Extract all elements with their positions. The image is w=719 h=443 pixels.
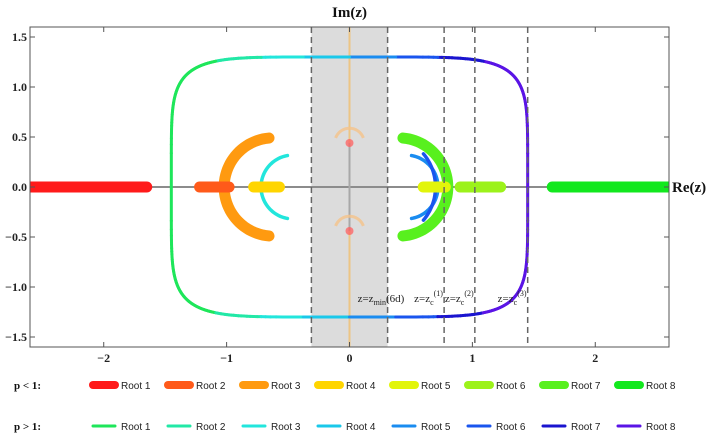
legend-entry-label: Root 3 — [271, 381, 301, 392]
legend-entry-label: Root 8 — [646, 381, 676, 392]
legend-group-label-1: p < 1: — [14, 380, 41, 392]
legend-entry-label: Root 6 — [496, 422, 526, 433]
y-tick-label: −1.5 — [5, 330, 27, 344]
legend-entry-label: Root 5 — [421, 381, 451, 392]
y-tick-label: −0.5 — [5, 230, 27, 244]
legend-entry-label: Root 2 — [196, 422, 226, 433]
center-small-arc-1 — [334, 126, 365, 139]
center-marker-1 — [345, 139, 354, 147]
y-tick-label: 1.0 — [12, 80, 27, 94]
legend-entry-label: Root 5 — [421, 422, 451, 433]
x-tick-label: −2 — [97, 351, 110, 365]
legend-group-label-2: p > 1: — [14, 421, 41, 433]
y-axis-title: Im(z) — [332, 5, 367, 21]
vline-label-2: z=zmin(6d) — [358, 293, 405, 307]
x-tick-label: 1 — [469, 351, 475, 365]
vline-label-5: z=zc(3) — [498, 289, 527, 307]
legend-entry-label: Root 3 — [271, 422, 301, 433]
vline-label-3: z=zc(1) — [414, 289, 443, 307]
vline-label-4: z=zc(2) — [445, 289, 474, 307]
legend-entry-label: Root 1 — [121, 422, 151, 433]
center-small-arc-2 — [334, 214, 365, 227]
x-tick-label: 0 — [347, 351, 353, 365]
y-tick-label: −1.0 — [5, 280, 27, 294]
legend-entry-label: Root 1 — [121, 381, 151, 392]
legend-entry-label: Root 2 — [196, 381, 226, 392]
y-tick-label: 0.0 — [12, 180, 27, 194]
plot-area — [30, 27, 669, 347]
legend-entry-label: Root 4 — [346, 422, 376, 433]
y-tick-label: 0.5 — [12, 130, 27, 144]
legend-entry-label: Root 7 — [571, 422, 601, 433]
legend-entry-label: Root 4 — [346, 381, 376, 392]
legend-entry-label: Root 6 — [496, 381, 526, 392]
y-tick-label: 1.5 — [12, 30, 27, 44]
x-axis-title: Re(z) — [672, 180, 706, 196]
legend-entry-label: Root 7 — [571, 381, 601, 392]
x-tick-label: −1 — [220, 351, 233, 365]
legend-entry-label: Root 8 — [646, 422, 676, 433]
x-tick-label: 2 — [592, 351, 598, 365]
center-marker-2 — [345, 227, 354, 235]
